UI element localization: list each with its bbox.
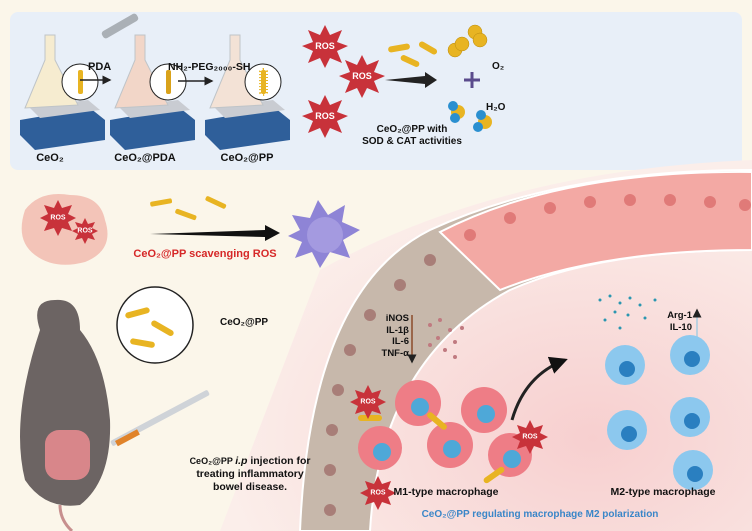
arrow-scavenging xyxy=(150,225,280,241)
cytokine-inos: iNOS xyxy=(385,313,409,324)
inflamed-cell xyxy=(21,194,108,265)
m2-macrophages xyxy=(605,335,713,490)
m2-cytokine-dots xyxy=(598,294,657,330)
nanorods-m1 xyxy=(358,412,505,484)
h2o-label: H₂O xyxy=(486,102,506,113)
cytokine-il1b: IL-1β xyxy=(386,324,409,336)
cytokine-il10: IL-10 xyxy=(669,321,692,333)
nanorods-zoom xyxy=(125,307,174,348)
dendritic-cell xyxy=(288,200,360,268)
stirrer-flask-1 xyxy=(20,34,105,150)
catalyst-label: CeO₂@PP with SOD & CAT activities xyxy=(362,124,462,148)
plus-sign xyxy=(464,72,480,88)
injection-line1-prefix: CeO₂@PP xyxy=(189,456,236,466)
polarization-arrow xyxy=(510,356,568,421)
m1-macrophages xyxy=(358,380,532,477)
product-ceo2-pda: CeO₂@PDA xyxy=(114,152,176,164)
injection-description: CeO₂@PP i.p injection for treating infla… xyxy=(190,455,311,494)
ros-stars-top xyxy=(302,25,385,138)
nanorods-mid xyxy=(150,196,227,221)
ros-label: ROS xyxy=(315,41,335,51)
peg-label: NH₂-PEG₂₀₀₀-SH xyxy=(168,61,251,73)
ros-label: ROS xyxy=(50,214,66,222)
cytokine-tnfa: TNF-α xyxy=(381,347,409,359)
ros-label: ROS xyxy=(370,489,386,497)
injection-line1-suffix: injection for xyxy=(247,455,311,467)
ros-star xyxy=(72,218,98,244)
oxygen-molecules xyxy=(447,24,488,58)
polarization-label: CeO₂@PP regulating macrophage M2 polariz… xyxy=(421,509,659,520)
m1-cytokine-dots xyxy=(428,318,464,359)
injection-line1: CeO₂@PP i.p injection for xyxy=(190,455,311,468)
arrow-reaction xyxy=(385,72,437,88)
m2-label: M2-type macrophage xyxy=(610,486,716,498)
scavenging-label: CeO₂@PP scavenging ROS xyxy=(133,248,277,260)
ros-star xyxy=(40,200,76,236)
injection-line2: treating inflammatory xyxy=(196,468,304,480)
ros-label: ROS xyxy=(77,227,93,235)
ros-stars-m1 xyxy=(350,385,548,510)
mouse xyxy=(20,299,111,531)
water-molecules xyxy=(448,101,492,132)
product-ceo2-pp: CeO₂@PP xyxy=(220,152,274,164)
m1-cytokine-list: iNOS IL-1β IL-6 TNF-α xyxy=(374,313,409,359)
zoom-label: CeO₂@PP xyxy=(220,317,269,328)
catalyst-label-line1: CeO₂@PP with xyxy=(376,124,448,135)
product-ceo2: CeO₂ xyxy=(36,152,64,164)
ros-label: ROS xyxy=(315,111,335,121)
pda-label: PDA xyxy=(88,61,112,73)
syringe xyxy=(110,390,210,447)
m1-label: M1-type macrophage xyxy=(393,486,499,498)
ros-label: ROS xyxy=(522,433,538,441)
stirrer-flask-2 xyxy=(101,13,195,150)
m2-cytokine-list: Arg-1 IL-10 xyxy=(660,310,692,333)
stirrer-flask-3 xyxy=(205,34,290,150)
injection-route: i.p xyxy=(235,455,248,467)
ros-label: ROS xyxy=(360,398,376,406)
injection-line3: bowel disease. xyxy=(212,481,288,493)
cytokine-arg1: Arg-1 xyxy=(667,310,692,321)
ros-label: ROS xyxy=(352,71,372,81)
intestine-organ xyxy=(45,430,90,480)
cytokine-il6: IL-6 xyxy=(392,336,409,347)
nanorods-top xyxy=(388,41,438,67)
o2-label: O₂ xyxy=(492,61,505,72)
catalyst-label-line2: SOD & CAT activities xyxy=(362,136,462,147)
